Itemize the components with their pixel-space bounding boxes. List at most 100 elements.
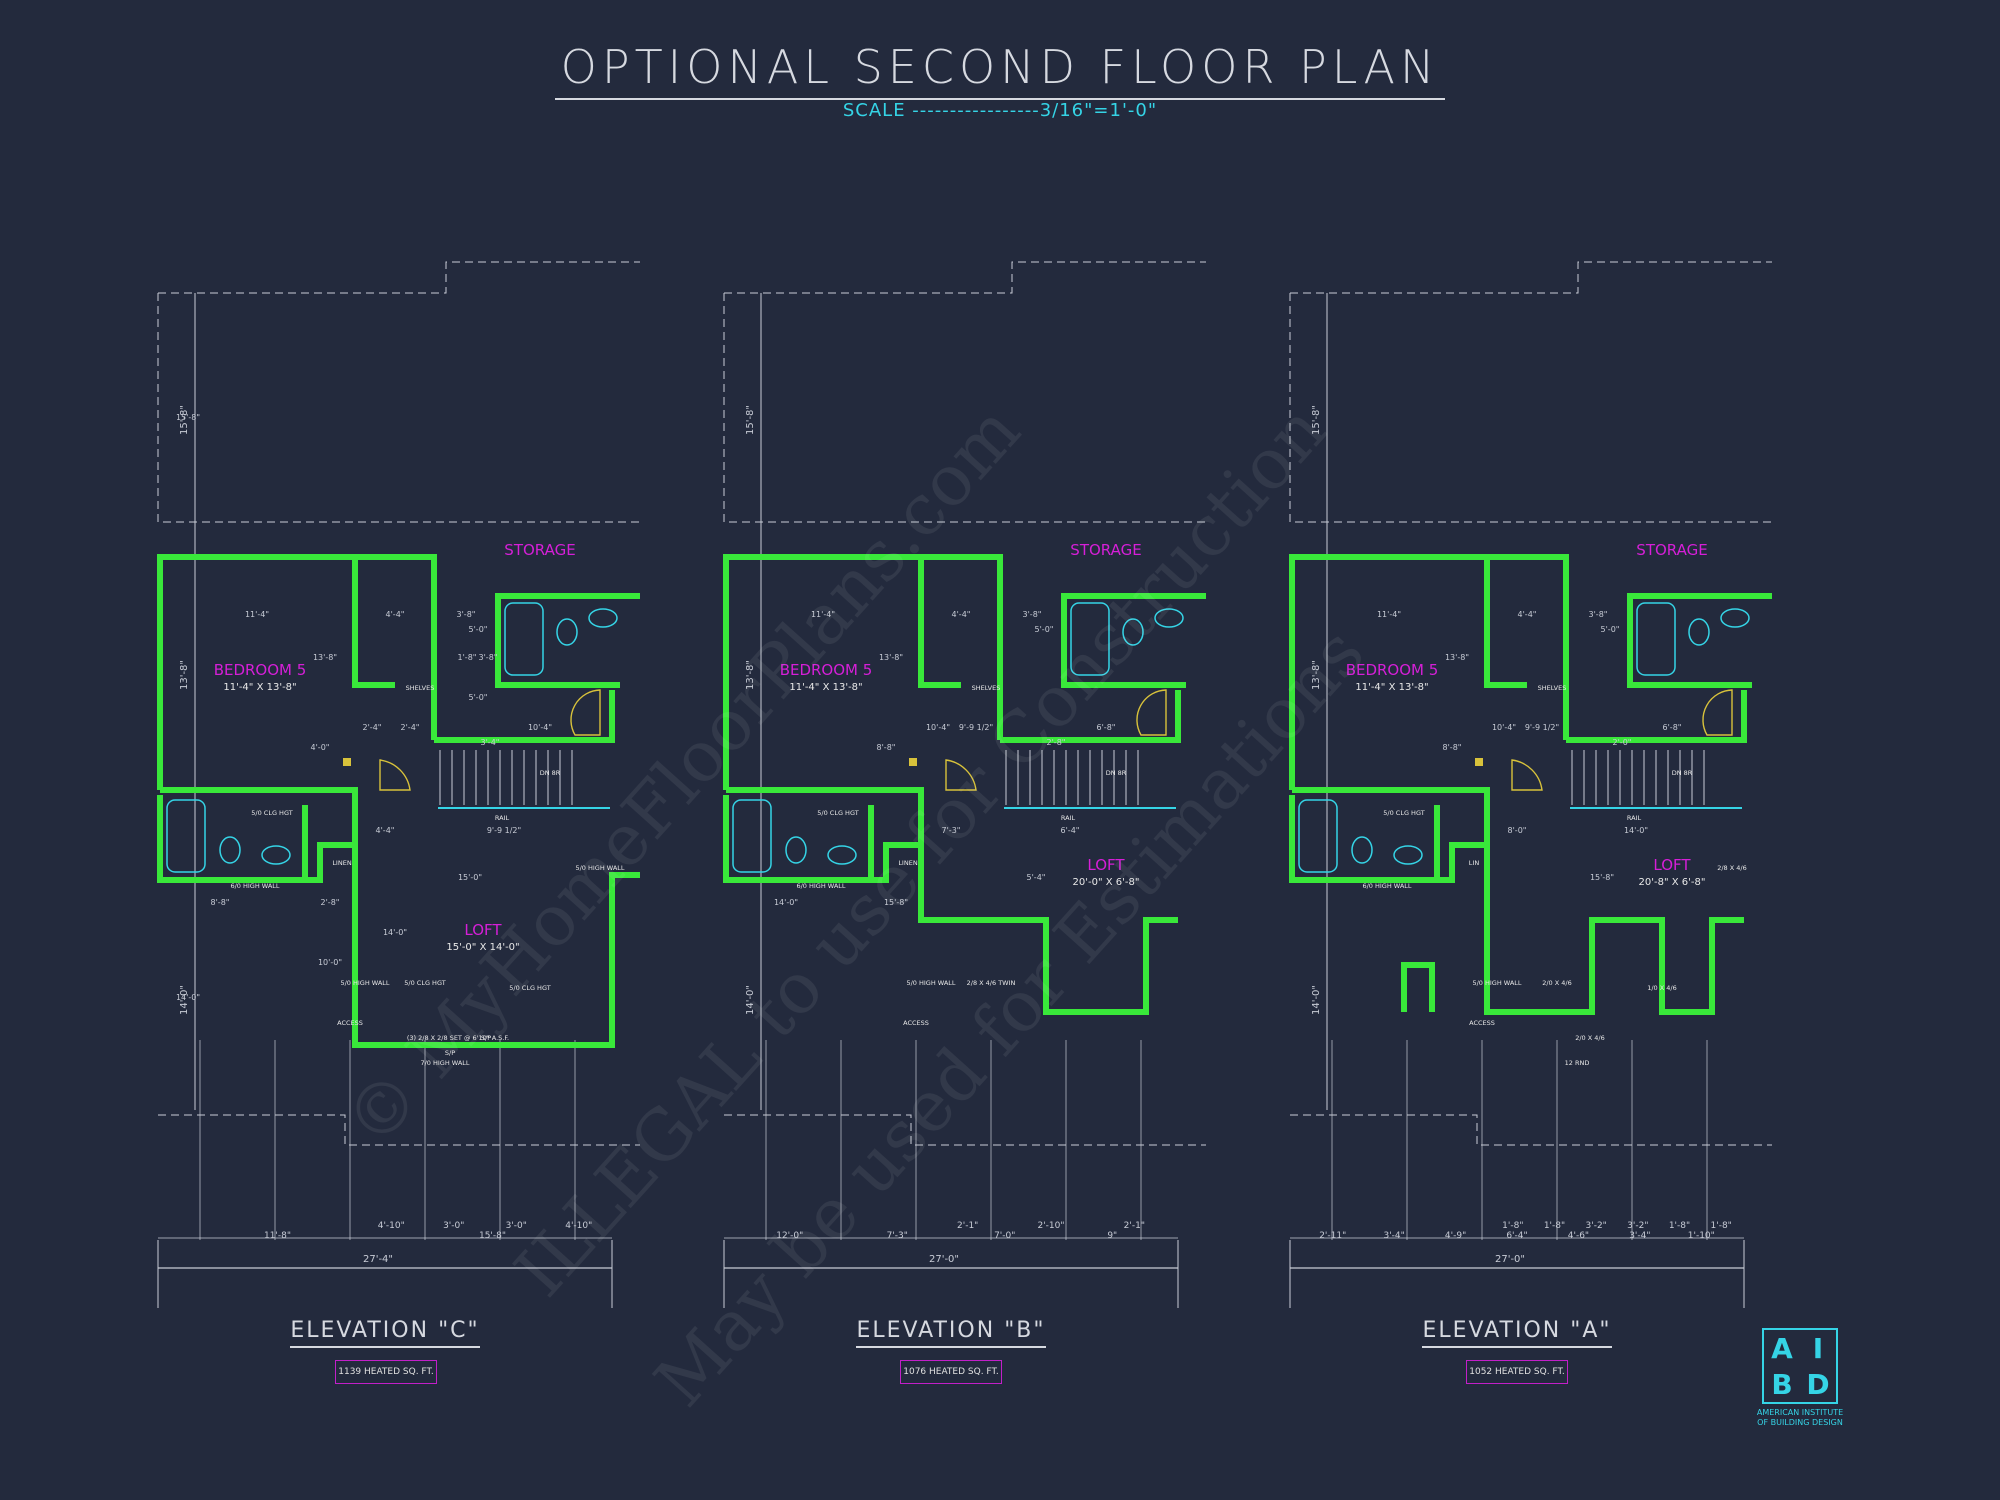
interior-dim: 14'-0" — [774, 898, 798, 907]
plan-note: SHELVES — [1538, 684, 1567, 692]
plan-note: 7/0 HIGH WALL — [420, 1059, 469, 1067]
interior-dim: 13'-8" — [1445, 653, 1469, 662]
plan-0: 27'-4"11'-8"15'-8"4'-10"3'-0"3'-0"4'-10"… — [157, 261, 640, 1308]
logo-letter-a: A — [1771, 1331, 1793, 1365]
interior-dim: 2'-4" — [401, 723, 420, 732]
sink — [1720, 608, 1750, 628]
interior-dim: 3'-8" — [1589, 610, 1608, 619]
plan-note: 6/0 HIGH WALL — [230, 882, 279, 890]
interior-dim: 10'-0" — [318, 958, 342, 967]
bath-walls — [157, 795, 358, 883]
bottom-dim: 6'-4" — [1506, 1231, 1527, 1241]
door-swing — [379, 759, 411, 791]
door-swing — [945, 759, 977, 791]
bay-walls — [1401, 962, 1435, 1012]
roof-outline — [157, 293, 640, 523]
plan-note: 12 RND — [1565, 1059, 1590, 1067]
bedroom-size: 11'-4" X 13'-8" — [789, 682, 862, 693]
bathtub — [1070, 602, 1110, 676]
sink — [588, 608, 618, 628]
elevation-label-b: ELEVATION "B" — [801, 1318, 1101, 1348]
interior-dim: 15'-8" — [884, 898, 908, 907]
door-swing — [1702, 689, 1733, 736]
bay-dim: 2'-10" — [1037, 1221, 1064, 1231]
plan-note: S/P — [481, 1034, 491, 1042]
interior-dim: 4'-4" — [386, 610, 405, 619]
aibd-logo: A I B D AMERICAN INSTITUTE OF BUILDING D… — [1755, 1328, 1845, 1428]
interior-dim: 8'-0" — [1508, 826, 1527, 835]
bedroom-label: BEDROOM 5 — [1346, 661, 1439, 679]
interior-dim: 6'-8" — [1663, 723, 1682, 732]
bathtub-lower — [732, 799, 772, 873]
sheet-title-text: OPTIONAL SECOND FLOOR PLAN — [554, 40, 1446, 100]
plan-note: 2/8 X 4/6 TWIN — [967, 979, 1016, 987]
upper-bath-walls — [495, 593, 640, 688]
plan-2: 27'-0"2'-11"3'-4"4'-9"6'-4"4'-6"3'-4"1'-… — [1289, 261, 1772, 1308]
interior-dim: 8'-8" — [1443, 743, 1462, 752]
bath-walls — [1289, 795, 1490, 883]
bottom-dim: 2'-11" — [1319, 1231, 1346, 1241]
interior-dim: 10'-4" — [1492, 723, 1516, 732]
loft-walls — [918, 810, 1178, 1015]
interior-dim: 4'-0" — [311, 743, 330, 752]
vertical-dim: 14'-0" — [745, 985, 756, 1015]
plan-note: 2/8 X 4/6 — [1717, 864, 1747, 872]
bay-dim: 3'-2" — [1627, 1221, 1648, 1231]
scale-note: SCALE -----------------3/16"=1'-0" — [842, 100, 1158, 121]
interior-dim: 9'-9 1/2" — [1525, 723, 1559, 732]
bathtub — [504, 602, 544, 676]
roof-outline — [158, 1114, 640, 1146]
plan-note: RAIL — [1627, 814, 1642, 822]
roof-outline — [158, 261, 640, 294]
bay-dim: 1'-8" — [1544, 1221, 1565, 1231]
interior-dim: 13'-8" — [313, 653, 337, 662]
plan-note: 2/0 X 4/6 — [1542, 979, 1572, 987]
closet-walls — [1484, 557, 1527, 688]
interior-dim: 7'-3" — [942, 826, 961, 835]
bottom-dim: 3'-4" — [1383, 1231, 1404, 1241]
stair-walls — [1566, 690, 1747, 743]
plan-note: RAIL — [1061, 814, 1076, 822]
bathtub-lower — [166, 799, 206, 873]
sink-lower — [261, 845, 291, 865]
loft-label: LOFT — [464, 921, 502, 939]
plan-note: DN 8R — [1672, 769, 1693, 777]
overall-width-dim: 27'-0" — [1495, 1254, 1525, 1265]
plan-note: RAIL — [495, 814, 510, 822]
roof-outline — [1290, 1114, 1772, 1146]
bottom-dim: 4'-6" — [1568, 1231, 1589, 1241]
interior-dim: 11'-4" — [1377, 610, 1401, 619]
toilet-lower — [785, 836, 807, 864]
bay-dim: 1'-8" — [1711, 1221, 1732, 1231]
interior-dim: 1'-8" — [458, 653, 477, 662]
interior-dim: 2'-0" — [1613, 738, 1632, 747]
sqft-box-b: 1076 HEATED SQ. FT. — [900, 1360, 1002, 1384]
door-swing — [570, 689, 601, 736]
interior-dim: 6'-8" — [1097, 723, 1116, 732]
elevation-label-a: ELEVATION "A" — [1367, 1318, 1667, 1348]
storage-label: STORAGE — [1070, 541, 1141, 559]
plan-note: 5/0 HIGH WALL — [575, 864, 624, 872]
stair-walls — [1000, 690, 1181, 743]
upper-bath-walls — [1627, 593, 1772, 688]
bay-dim: 1'-8" — [1669, 1221, 1690, 1231]
roof-outline — [724, 261, 1206, 294]
plan-note: LINEN — [898, 859, 918, 867]
bedroom-size: 11'-4" X 13'-8" — [223, 682, 296, 693]
interior-dim: 3'-8" — [1023, 610, 1042, 619]
bedroom-walls — [1292, 787, 1490, 875]
smoke-detector — [1475, 758, 1483, 766]
vertical-dim: 13'-8" — [179, 660, 190, 690]
interior-dim: 4'-4" — [1518, 610, 1537, 619]
loft-size: 20'-0" X 6'-8" — [1073, 877, 1140, 888]
closet-walls — [918, 557, 961, 688]
plan-1: 27'-0"12'-0"7'-3"7'-0"9"2'-1"2'-10"2'-1"… — [723, 261, 1206, 1308]
plan-note: 1/0 X 4/6 — [1647, 984, 1677, 992]
plan-note: S/P — [445, 1049, 455, 1057]
storage-label: STORAGE — [504, 541, 575, 559]
bottom-dim: 11'-8" — [264, 1231, 291, 1241]
bay-dim: 3'-2" — [1586, 1221, 1607, 1231]
vertical-dim: 15'-8" — [745, 405, 756, 435]
bedroom-size: 11'-4" X 13'-8" — [1355, 682, 1428, 693]
